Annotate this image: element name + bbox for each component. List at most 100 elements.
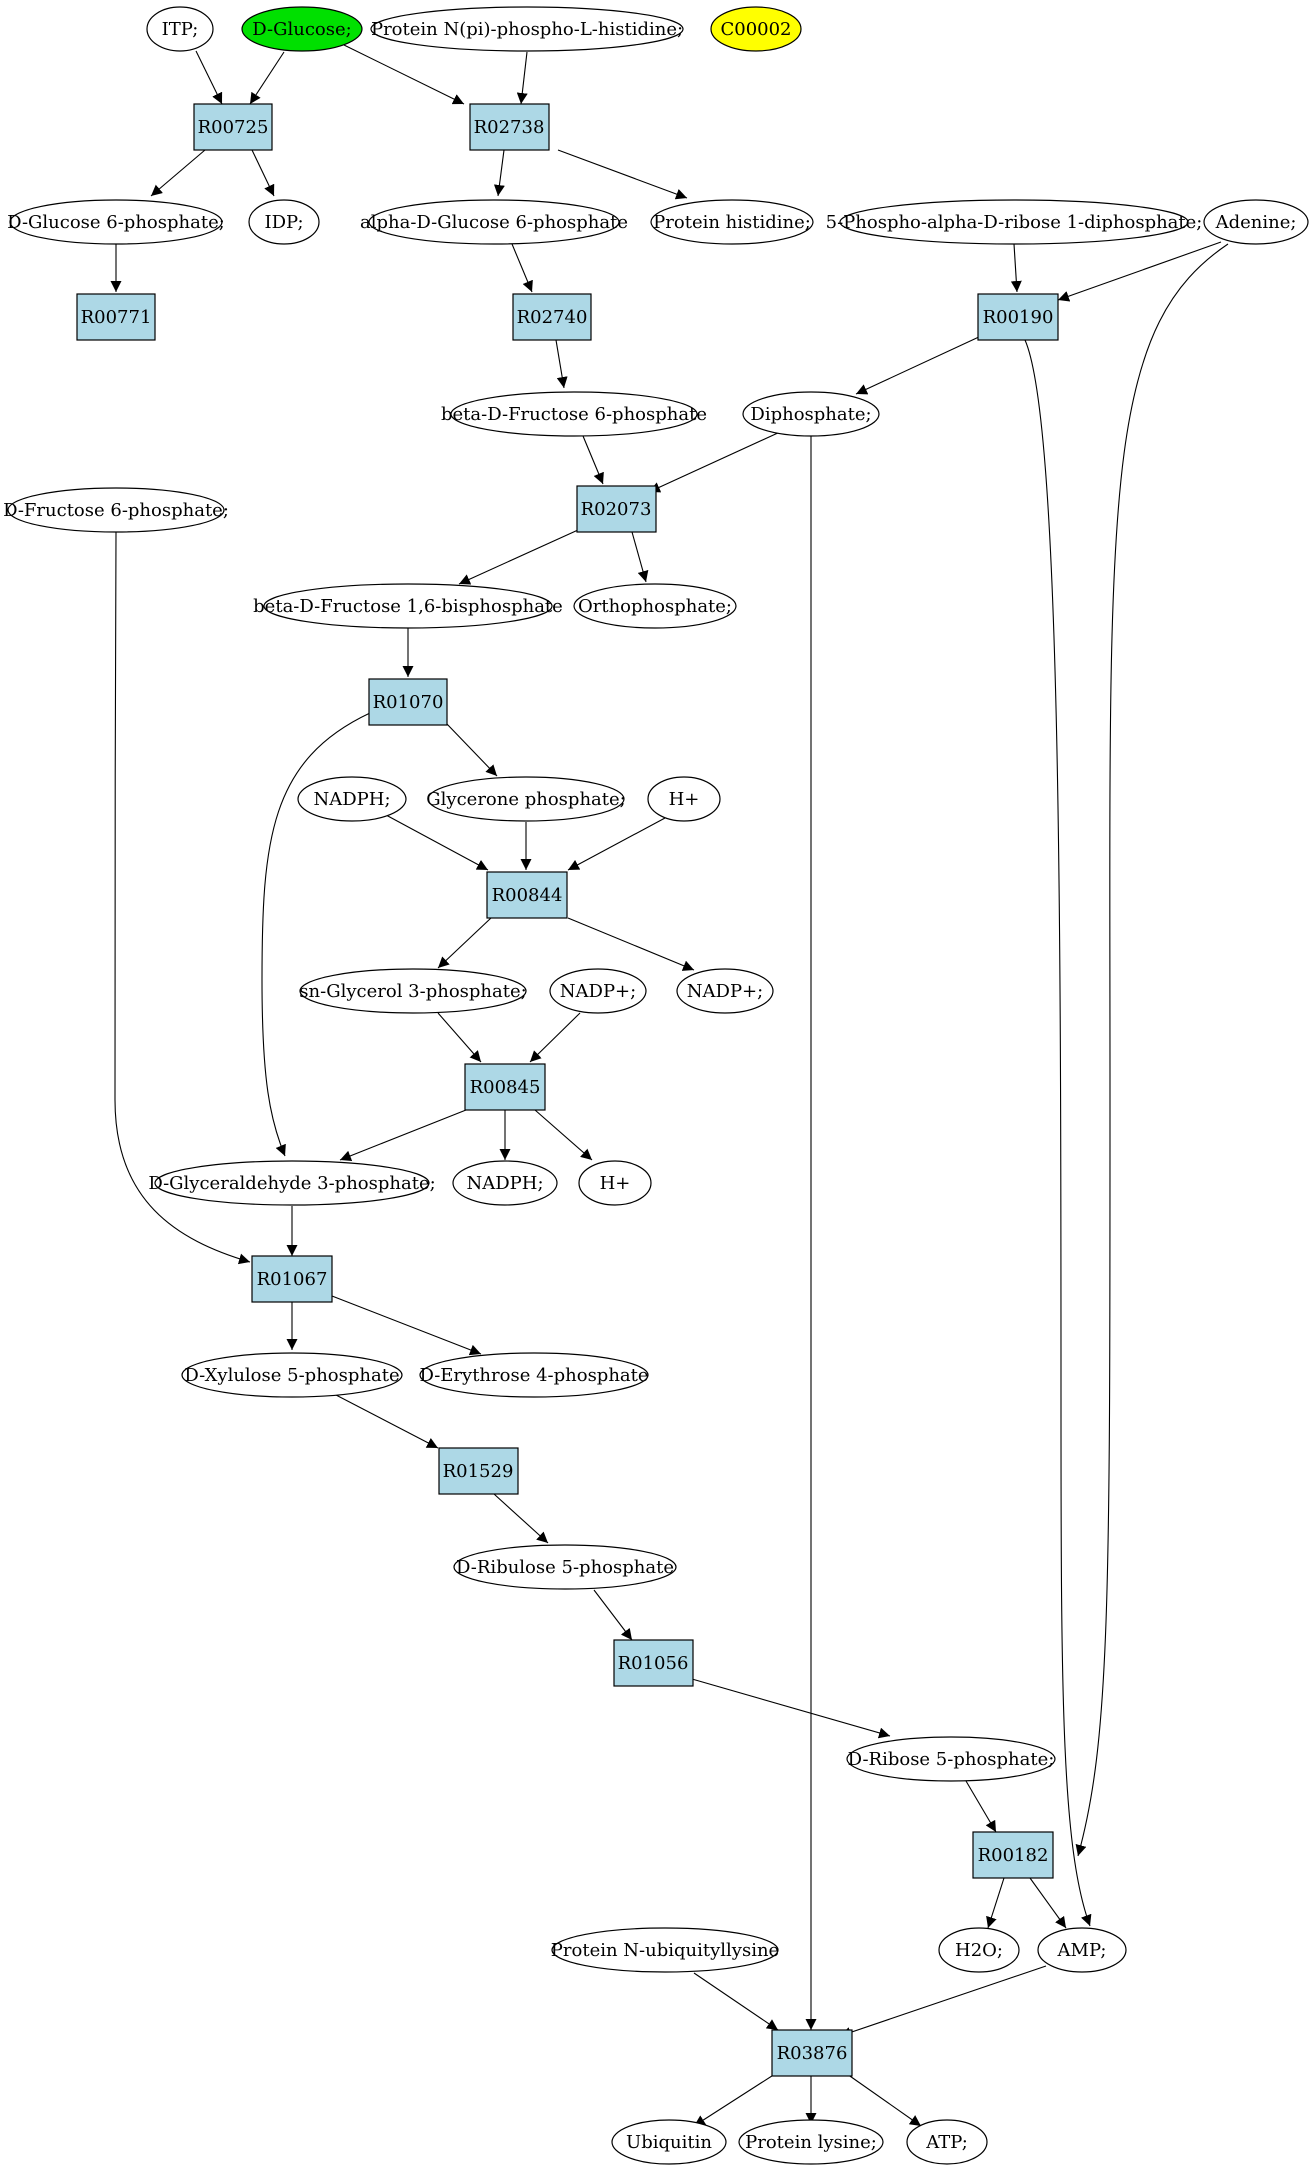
compound-alpha-d-glucose-6-phosphate-label: alpha-D-Glucose 6-phosphate [360,212,628,233]
reaction-r00844-shape [486,871,568,919]
compound-d-xylulose-5-phosphate-label: D-Xylulose 5-phosphate [184,1365,399,1386]
compound-d-glucose-6-phosphate[interactable]: D-Glucose 6-phosphate; [7,199,225,245]
compound-h2o[interactable]: H2O; [938,1927,1020,1973]
edge-d-ribose-5-phosphate-to-r00182 [965,1780,997,1833]
reaction-r00771[interactable]: R00771 [76,293,156,341]
compound-d-erythrose-4-phosphate-shape [419,1352,649,1398]
reaction-r00844[interactable]: R00844 [486,871,568,919]
compound-d-ribulose-5-phosphate[interactable]: D-Ribulose 5-phosphate [453,1544,677,1590]
compound-diphosphate-shape [742,391,880,437]
compound-prpp-label: 5-Phospho-alpha-D-ribose 1-diphosphate; [826,212,1203,233]
compound-h2o-label: H2O; [955,1940,1003,1961]
compound-ubiquitin-label: Ubiquitin [626,2132,712,2153]
edge-d-xylulose-5-phosphate-to-r01529 [335,1394,439,1449]
compound-protein-histidine-label: Protein histidine; [653,212,811,233]
edge-phospho-histidine-to-r02738 [516,51,528,105]
compound-beta-d-fructose-6-phosphate[interactable]: beta-D-Fructose 6-phosphate [441,391,707,437]
edge-d-fructose-6-phosphate-to-r01067 [114,531,251,1265]
compound-d-erythrose-4-phosphate-label: D-Erythrose 4-phosphate [419,1365,648,1386]
compound-protein-n-ubiquityllysine-shape [551,1927,779,1973]
compound-nadp-plus-out-shape [676,968,774,1014]
reaction-r02073-shape [576,485,657,533]
compound-d-xylulose-5-phosphate[interactable]: D-Xylulose 5-phosphate [181,1352,403,1398]
compound-ubiquitin[interactable]: Ubiquitin [611,2119,727,2165]
compound-adenine-shape [1203,199,1309,245]
compound-sn-glycerol-3-phosphate[interactable]: sn-Glycerol 3-phosphate; [299,968,527,1014]
compound-d-glucose-6-phosphate-shape [9,199,223,245]
compound-protein-n-pi-phospho-l-histidine[interactable]: Protein N(pi)-phospho-L-histidine; [370,6,684,52]
compound-h-plus-in[interactable]: H+ [647,776,721,822]
compound-atp-label: ATP; [925,2132,968,2153]
compound-diphosphate-label: Diphosphate; [750,404,871,425]
compound-nadph-in[interactable]: NADPH; [297,776,407,822]
compound-d-fructose-6-phosphate[interactable]: D-Fructose 6-phosphate; [3,487,229,533]
compound-d-fructose-6-phosphate-shape [7,487,225,533]
edge-r02738-to-protein-histidine [557,149,688,200]
compound-idp[interactable]: IDP; [248,199,320,245]
reaction-r01067[interactable]: R01067 [251,1255,333,1303]
compound-amp[interactable]: AMP; [1037,1927,1127,1973]
reaction-r02740[interactable]: R02740 [512,293,592,341]
reaction-r01070[interactable]: R01070 [368,678,448,726]
compound-nadph-in-shape [297,776,407,822]
compound-beta-d-fructose-1-6-bisphosphate[interactable]: beta-D-Fructose 1,6-bisphosphate [253,583,563,629]
compound-idp-shape [248,199,320,245]
reaction-r02738[interactable]: R02738 [469,103,550,151]
compound-atp[interactable]: ATP; [906,2119,988,2165]
compound-itp-label: ITP; [162,19,199,40]
compound-glycerone-phosphate-label: Glycerone phosphate; [426,789,625,810]
compound-d-glucose-label: D-Glucose; [252,19,351,40]
compound-nadp-plus-out[interactable]: NADP+; [676,968,774,1014]
reaction-r02073-label: R02073 [581,499,652,520]
compound-adenine[interactable]: Adenine; [1203,199,1309,245]
compound-d-ribose-5-phosphate[interactable]: D-Ribose 5-phosphate; [846,1736,1056,1782]
compound-d-ribose-5-phosphate-shape [846,1736,1056,1782]
edge-r03876-to-ubiquitin [693,2073,776,2127]
reaction-r00182[interactable]: R00182 [972,1831,1054,1879]
reaction-r02738-shape [469,103,550,151]
compound-alpha-d-glucose-6-phosphate[interactable]: alpha-D-Glucose 6-phosphate [360,199,628,245]
compound-protein-n-ubiquityllysine[interactable]: Protein N-ubiquityllysine [551,1927,779,1973]
edge-nadp-plus-in-to-r00845 [529,1012,581,1063]
reaction-r01056[interactable]: R01056 [613,1639,694,1687]
reaction-r00190[interactable]: R00190 [977,293,1059,341]
reaction-r02740-shape [512,293,592,341]
compound-d-erythrose-4-phosphate[interactable]: D-Erythrose 4-phosphate [419,1352,649,1398]
edge-itp-to-r00725 [195,50,223,105]
compound-nadp-plus-in-label: NADP+; [560,981,636,1002]
edge-d-ribulose-5-phosphate-to-r01056 [593,1589,633,1641]
compound-orthophosphate-label: Orthophosphate; [578,596,732,617]
compound-prpp[interactable]: 5-Phospho-alpha-D-ribose 1-diphosphate; [826,199,1203,245]
compound-d-glucose[interactable]: D-Glucose; [241,6,363,52]
reaction-r03876[interactable]: R03876 [771,2029,853,2077]
reaction-r02738-label: R02738 [474,117,545,138]
compound-h-plus-in-label: H+ [669,789,700,810]
compound-amp-label: AMP; [1057,1940,1107,1961]
compound-nadp-plus-in[interactable]: NADP+; [549,968,647,1014]
compound-nadph-out[interactable]: NADPH; [452,1160,558,1206]
compound-protein-histidine[interactable]: Protein histidine; [650,199,814,245]
compound-itp-shape [146,6,214,52]
reaction-r00771-label: R00771 [81,307,152,328]
compound-orthophosphate[interactable]: Orthophosphate; [573,583,737,629]
reaction-r02073[interactable]: R02073 [576,485,657,533]
reaction-r01529[interactable]: R01529 [438,1447,519,1495]
compound-d-glucose-shape [241,6,363,52]
edge-h-plus-in-to-r00844 [567,817,666,871]
reaction-r00725[interactable]: R00725 [193,103,273,151]
reaction-r00845[interactable]: R00845 [464,1063,546,1111]
compound-diphosphate[interactable]: Diphosphate; [742,391,880,437]
compound-beta-d-fructose-6-phosphate-label: beta-D-Fructose 6-phosphate [441,404,707,425]
compound-h2o-shape [938,1927,1020,1973]
compound-itp[interactable]: ITP; [146,6,214,52]
compound-glycerone-phosphate-shape [427,776,625,822]
compound-protein-lysine[interactable]: Protein lysine; [738,2119,884,2165]
compound-nadph-out-shape [452,1160,558,1206]
compound-d-glyceraldehyde-3-phosphate[interactable]: D-Glyceraldehyde 3-phosphate; [148,1160,436,1206]
compound-h-plus-out[interactable]: H+ [578,1160,652,1206]
compound-glycerone-phosphate[interactable]: Glycerone phosphate; [426,776,626,822]
compound-c00002[interactable]: C00002 [710,6,802,52]
edge-prpp-to-r00190 [1010,243,1022,293]
reaction-r01529-shape [438,1447,519,1495]
